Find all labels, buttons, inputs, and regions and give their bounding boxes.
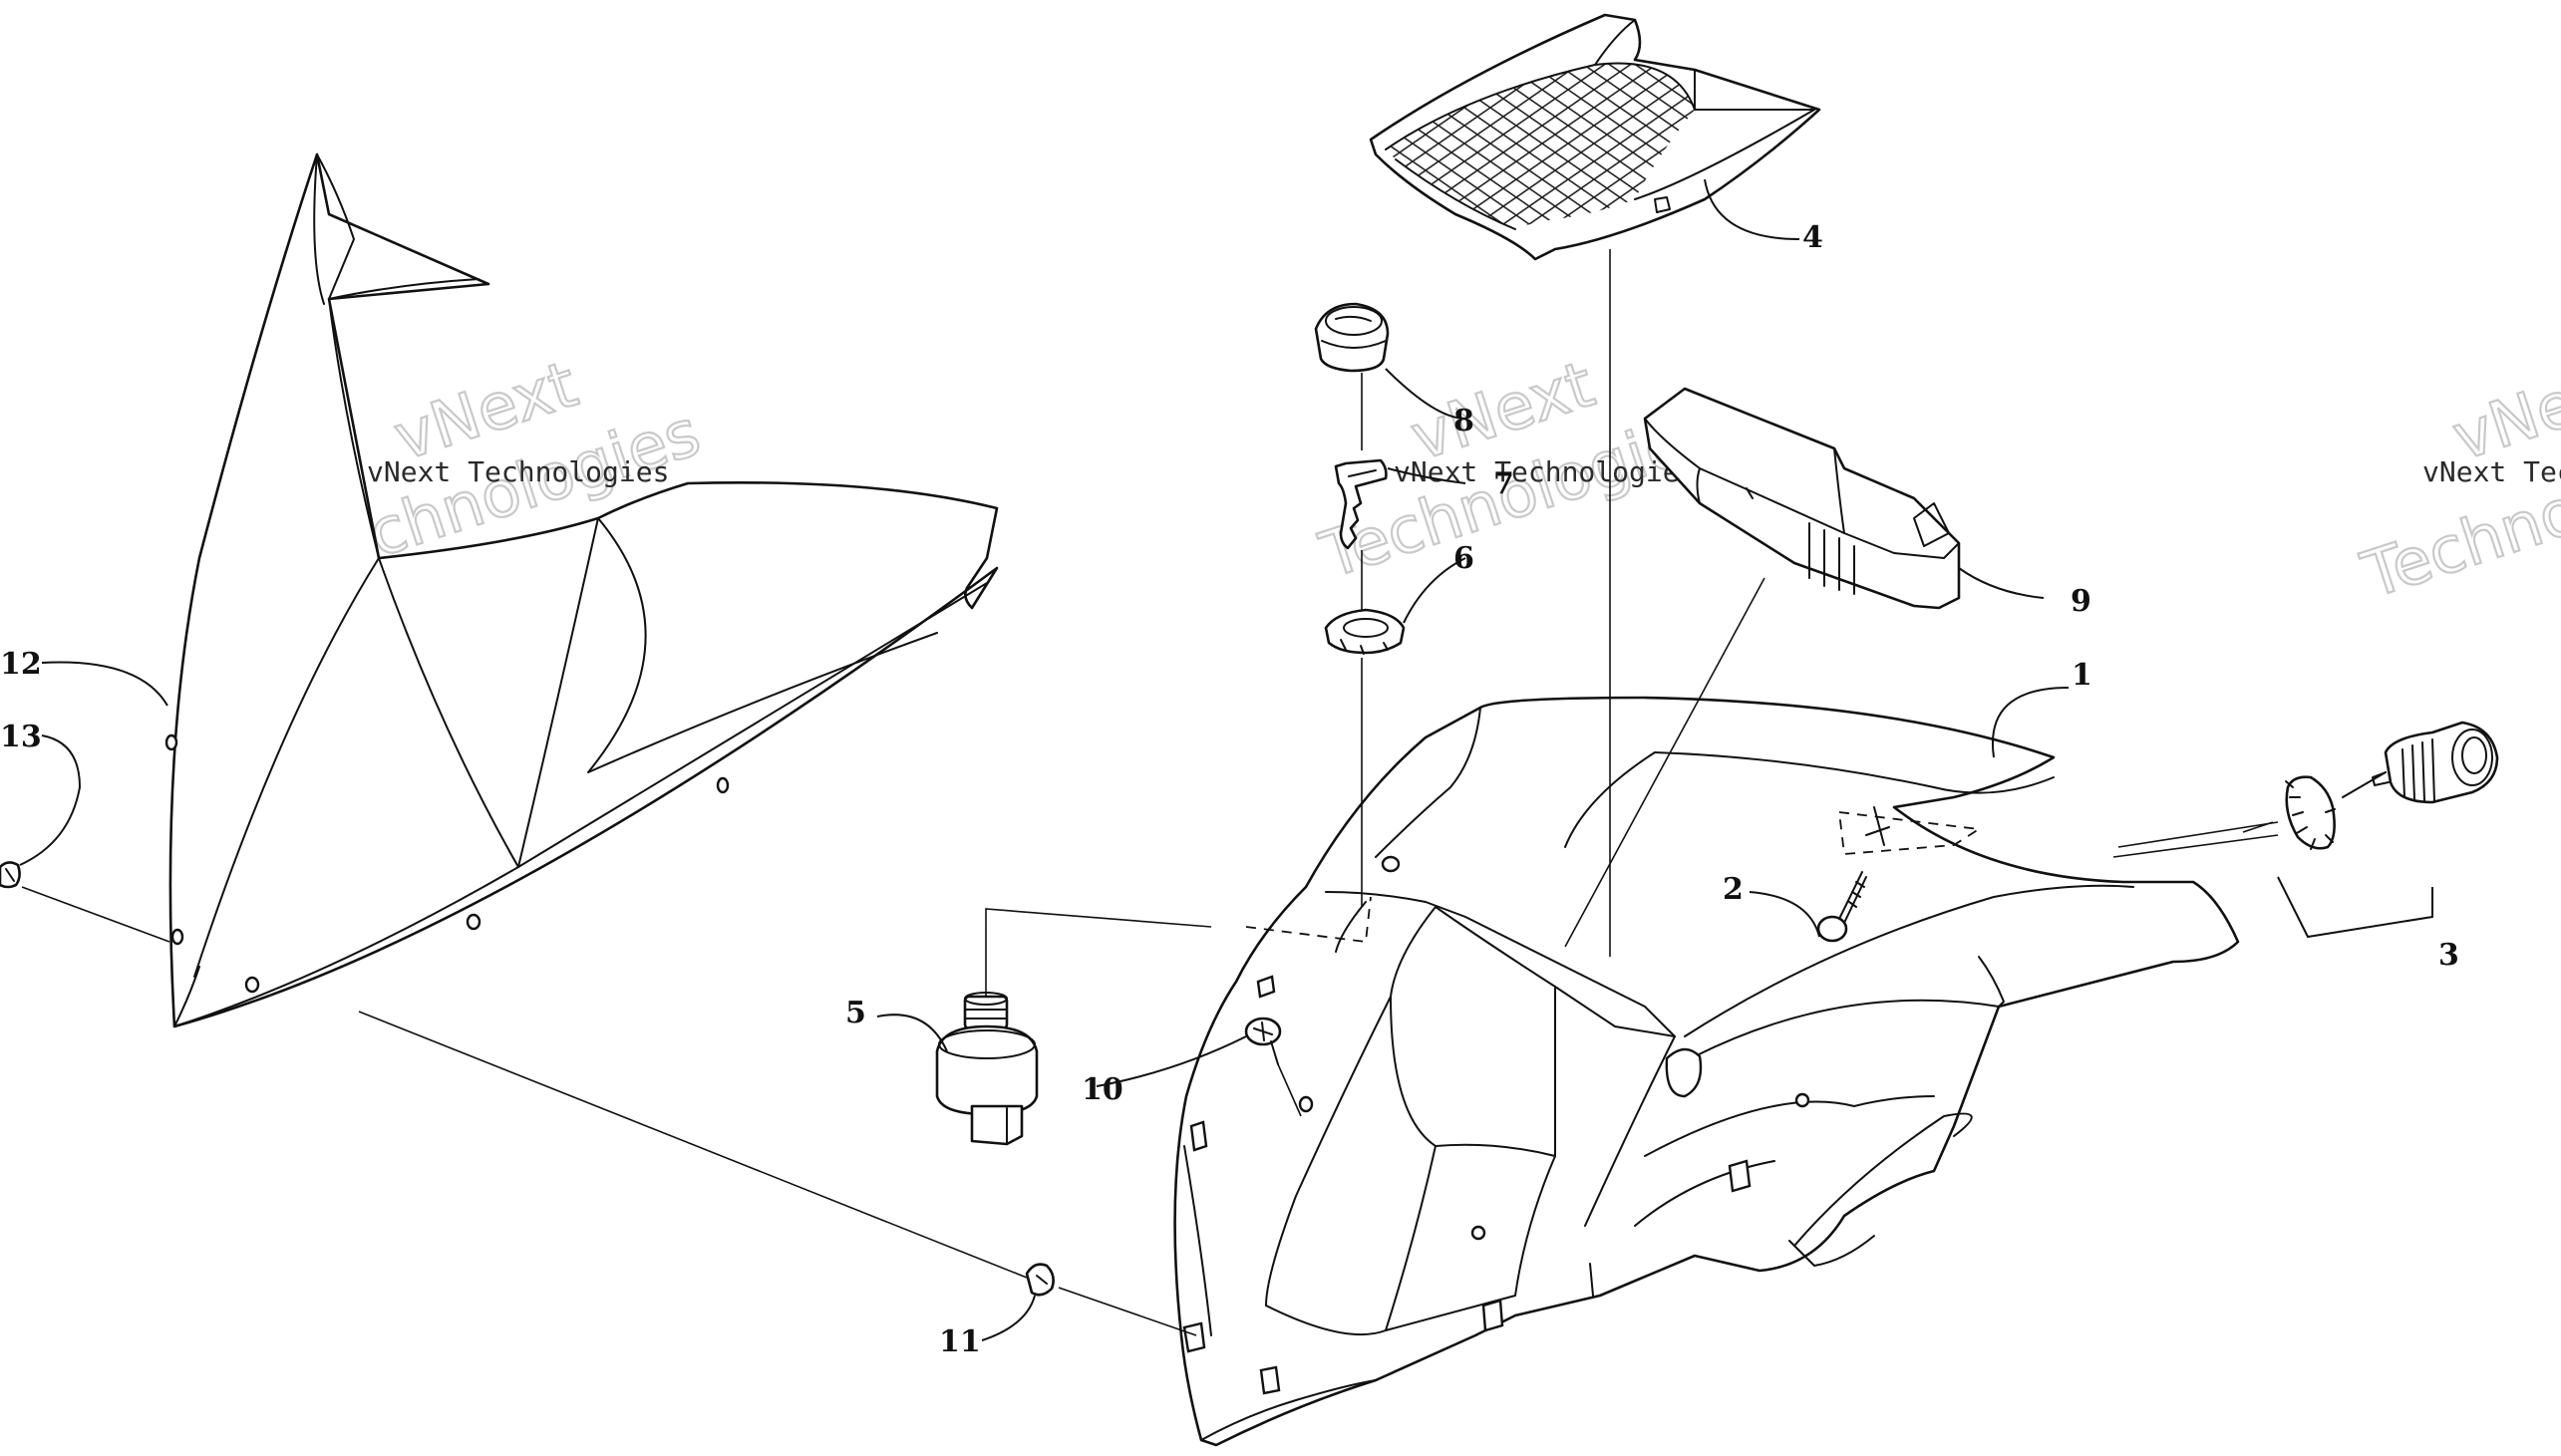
callout-2: 2 <box>1723 872 1744 907</box>
module-box-part-9 <box>1643 387 1961 610</box>
callout-10: 10 <box>1082 1072 1123 1107</box>
callout-8: 8 <box>1453 404 1474 438</box>
callout-6: 6 <box>1453 541 1474 576</box>
screw-part-10 <box>1244 1017 1282 1065</box>
watermark-line2-c: Techno <box>2354 474 2561 614</box>
power-outlet-part-3 <box>2285 721 2499 850</box>
callout-3: 3 <box>2438 938 2459 973</box>
clip-part-11 <box>1025 1263 1055 1297</box>
callout-13: 13 <box>0 720 42 754</box>
key-part-7 <box>1334 458 1388 550</box>
watermark-caption-c: vNext Tec <box>2422 455 2561 488</box>
callout-labels: 1 2 3 4 5 6 7 8 9 10 11 12 13 <box>0 220 2459 1359</box>
watermark-caption-a: vNext Technologies <box>367 455 669 488</box>
callout-11: 11 <box>939 1324 981 1359</box>
callout-7: 7 <box>1493 466 1514 501</box>
leader-lines <box>19 178 2433 1341</box>
callout-4: 4 <box>1802 220 1823 255</box>
callout-9: 9 <box>2071 584 2091 619</box>
hood-part-1 <box>1173 696 2240 1447</box>
callout-5: 5 <box>845 996 866 1030</box>
windshield-part-12 <box>164 152 999 1028</box>
callout-12: 12 <box>0 647 42 682</box>
watermark-caption-b: vNext Technologies <box>1394 455 1696 488</box>
screw-part-2 <box>1816 871 1867 943</box>
key-cap-part-8 <box>1314 302 1390 373</box>
callout-1: 1 <box>2072 658 2092 693</box>
fastener-part-13 <box>0 861 21 889</box>
nut-part-6 <box>1324 608 1406 655</box>
storage-grille-part-4 <box>1369 13 1821 261</box>
switch-part-5 <box>935 992 1039 1146</box>
